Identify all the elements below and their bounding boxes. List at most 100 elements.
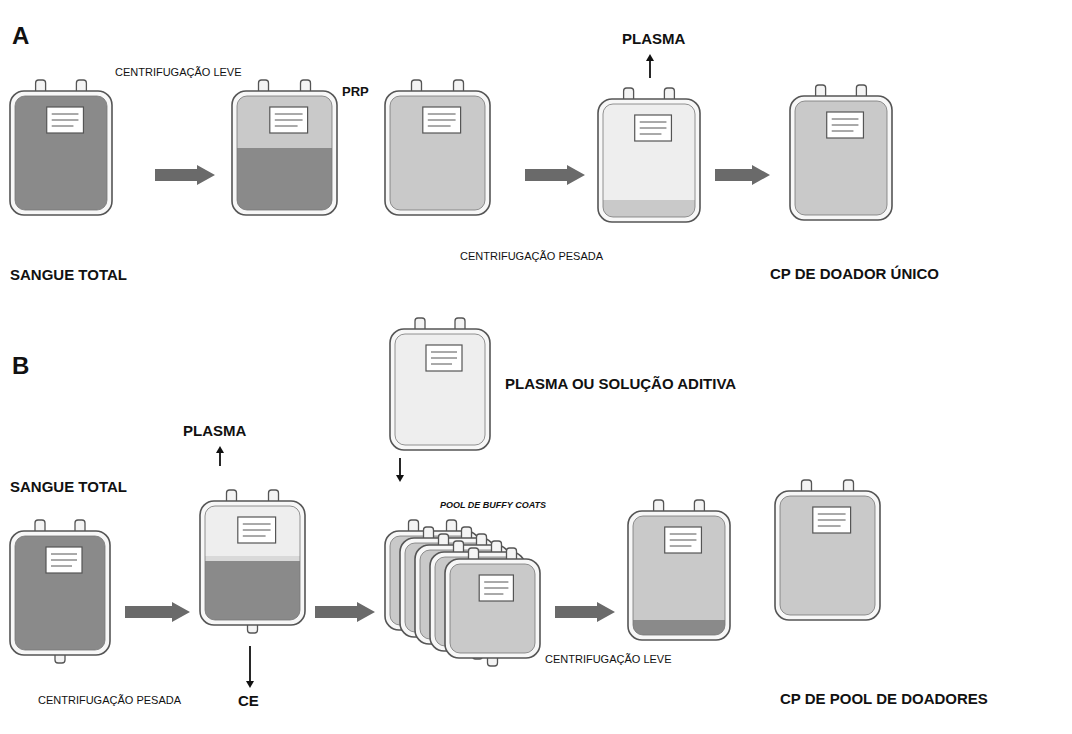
- flow-arrow: [219, 451, 221, 466]
- bag-content: [390, 96, 485, 210]
- bag-tag-line: [243, 536, 266, 537]
- panel-letter: B: [12, 352, 29, 380]
- bag-tag-line: [670, 546, 692, 547]
- bag-tag: [46, 547, 82, 573]
- bag-tag: [635, 115, 672, 141]
- bag-outline: [237, 96, 332, 210]
- bag-content: [780, 496, 875, 615]
- bag-tag-line: [431, 358, 457, 359]
- step-label: CENTRIFUGAÇÃO PESADA: [38, 694, 181, 707]
- bag-tag-line: [51, 560, 77, 561]
- bag-outline: [232, 91, 337, 215]
- product-label: PLASMA: [183, 422, 246, 439]
- process-arrow: [155, 165, 215, 185]
- panel-letter: A: [12, 22, 29, 50]
- bag-tag-line: [818, 520, 846, 521]
- bag-tag-line: [431, 364, 452, 365]
- bag-layer: [205, 556, 300, 620]
- bag-outline: [205, 506, 300, 620]
- bag-outline: [10, 91, 112, 215]
- arrow-head: [396, 475, 404, 482]
- bag-body: [200, 501, 305, 625]
- bag-body: [628, 511, 730, 640]
- bag-layer: [603, 200, 695, 217]
- blood-bag: [628, 500, 730, 640]
- bag-outline: [395, 334, 485, 445]
- bag-tag: [238, 517, 276, 543]
- bag-tag-line: [52, 120, 79, 121]
- arrow-head: [646, 54, 654, 61]
- bag-outline: [790, 96, 892, 220]
- bag-tag: [47, 107, 84, 133]
- bag-tag-line: [52, 114, 79, 115]
- bag-tag-line: [428, 126, 451, 127]
- bag-tag-line: [51, 554, 77, 555]
- blood-bag: [232, 80, 337, 215]
- bag-tag-line: [243, 530, 271, 531]
- product-label: POOL DE BUFFY COATS: [440, 500, 546, 510]
- blood-bag: [10, 80, 112, 215]
- bag-outline: [10, 531, 110, 655]
- bag-tag-line: [428, 120, 456, 121]
- blood-bag: [390, 318, 490, 450]
- bag-outline: [200, 501, 305, 625]
- bag-outline: [603, 104, 695, 217]
- bag-outline: [390, 329, 490, 450]
- bag-outline: [775, 491, 880, 620]
- bag-layer: [633, 620, 725, 635]
- bag-tag-line: [640, 134, 662, 135]
- bag-tag-line: [832, 131, 854, 132]
- process-arrow: [555, 602, 615, 622]
- blood-bag: [385, 80, 490, 215]
- bag-body: [790, 96, 892, 220]
- bag-tag-line: [670, 534, 697, 535]
- bag-tag: [665, 527, 702, 553]
- bag-outline: [390, 96, 485, 210]
- bag-content: [15, 96, 107, 210]
- bag-body: [390, 329, 490, 450]
- product-label: PLASMA: [622, 30, 685, 47]
- bag-body: [10, 91, 112, 215]
- blood-bag: [775, 480, 880, 620]
- step-label: CENTRIFUGAÇÃO LEVE: [545, 653, 672, 666]
- blood-bag: [200, 490, 305, 633]
- bag-tag-line: [818, 526, 841, 527]
- bag-outline: [15, 96, 107, 210]
- bag-tag: [270, 107, 308, 133]
- step-label: CENTRIFUGAÇÃO PESADA: [460, 250, 603, 263]
- blood-bag: [790, 85, 892, 220]
- bag-tag-line: [51, 566, 72, 567]
- bag-body: [232, 91, 337, 215]
- bag-body: [10, 531, 110, 655]
- bag-content: [633, 516, 725, 635]
- bag-outline: [598, 99, 700, 222]
- blood-bag: [598, 88, 700, 222]
- bag-tag: [827, 112, 864, 138]
- bag-outline: [385, 91, 490, 215]
- bag-tag-line: [484, 594, 503, 595]
- product-label: SANGUE TOTAL: [10, 478, 127, 495]
- bag-tag: [423, 107, 461, 133]
- bag-outline: [628, 511, 730, 640]
- process-arrow: [125, 602, 190, 622]
- product-label: CP DE POOL DE DOADORES: [780, 690, 988, 707]
- bag-layer: [205, 561, 300, 620]
- bag-tag-line: [640, 122, 667, 123]
- product-label: CP DE DOADOR ÚNICO: [770, 265, 939, 282]
- bag-content: [15, 536, 105, 650]
- bag-body: [775, 491, 880, 620]
- bag-tag-line: [832, 125, 859, 126]
- arrow-head: [216, 446, 224, 453]
- process-arrow: [315, 602, 375, 622]
- bag-outline: [445, 559, 540, 658]
- blood-bag: [10, 520, 110, 663]
- bag-outline: [780, 496, 875, 615]
- bag-tag: [426, 345, 462, 371]
- bag-tag: [813, 507, 851, 533]
- flow-arrow: [649, 59, 651, 78]
- product-label: SANGUE TOTAL: [10, 266, 127, 283]
- bag-tag-line: [640, 128, 667, 129]
- bag-tag-line: [52, 126, 74, 127]
